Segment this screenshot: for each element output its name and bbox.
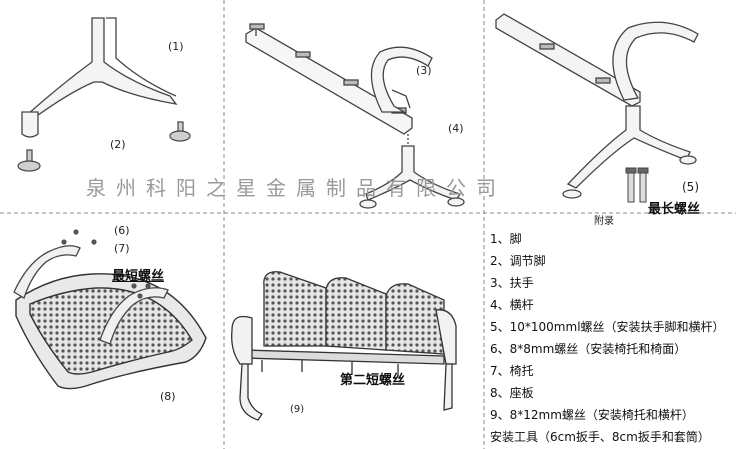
legend-item: 3、扶手 [490,276,534,290]
assembled-frame-drawing [495,13,699,199]
long-screw-drawing [625,167,649,203]
part-label-6: (6) [114,224,130,237]
legend-item: 7、椅托 [490,364,534,378]
legend-item: 4、横杆 [490,298,534,312]
shortest-screw-callout: 最短螺丝 [112,269,165,284]
part-label-2: (2) [110,138,126,151]
part-label-9: (9) [290,404,305,415]
seat-bracket-drawing [13,245,169,345]
legend-item: 8、座板 [490,386,534,400]
legend-item: 6、8*8mm螺丝（安装椅托和椅面） [490,342,687,356]
legend-item: 1、脚 [490,232,522,246]
legend-item: 5、10*100mml螺丝（安装扶手脚和横杆） [490,320,725,334]
legend-item: 2、调节脚 [490,254,546,268]
appendix-title: 附录 [594,216,614,227]
longest-screw-callout: 最长螺丝 [648,202,701,217]
part-label-4: (4) [448,122,464,135]
beam-drawing [245,23,413,135]
bench-drawing [231,271,457,421]
second-shortest-screw-callout: 第二短螺丝 [340,373,406,388]
company-name-watermark: 泉州科阳之星金属制品有限公司 [86,176,506,200]
part-label-7: (7) [114,242,130,255]
legend-item: 9、8*12mm螺丝（安装椅托和横杆） [490,408,694,422]
leg-drawing [21,17,178,138]
part-label-3: (3) [416,64,432,77]
leg-assembly-drawing [359,134,465,209]
part-label-1: (1) [168,40,184,53]
adjustable-foot-drawing [17,121,191,172]
small-screw-drawing [61,229,151,299]
armrest-drawing [370,46,433,113]
part-label-5: (5) [682,180,699,194]
parts-legend: 1、脚 2、调节脚 3、扶手 4、横杆 5、10*100mml螺丝（安装扶手脚和… [490,228,725,448]
part-label-8: (8) [160,390,176,403]
legend-item: 安装工具（6cm扳手、8cm扳手和套筒） [490,430,710,444]
